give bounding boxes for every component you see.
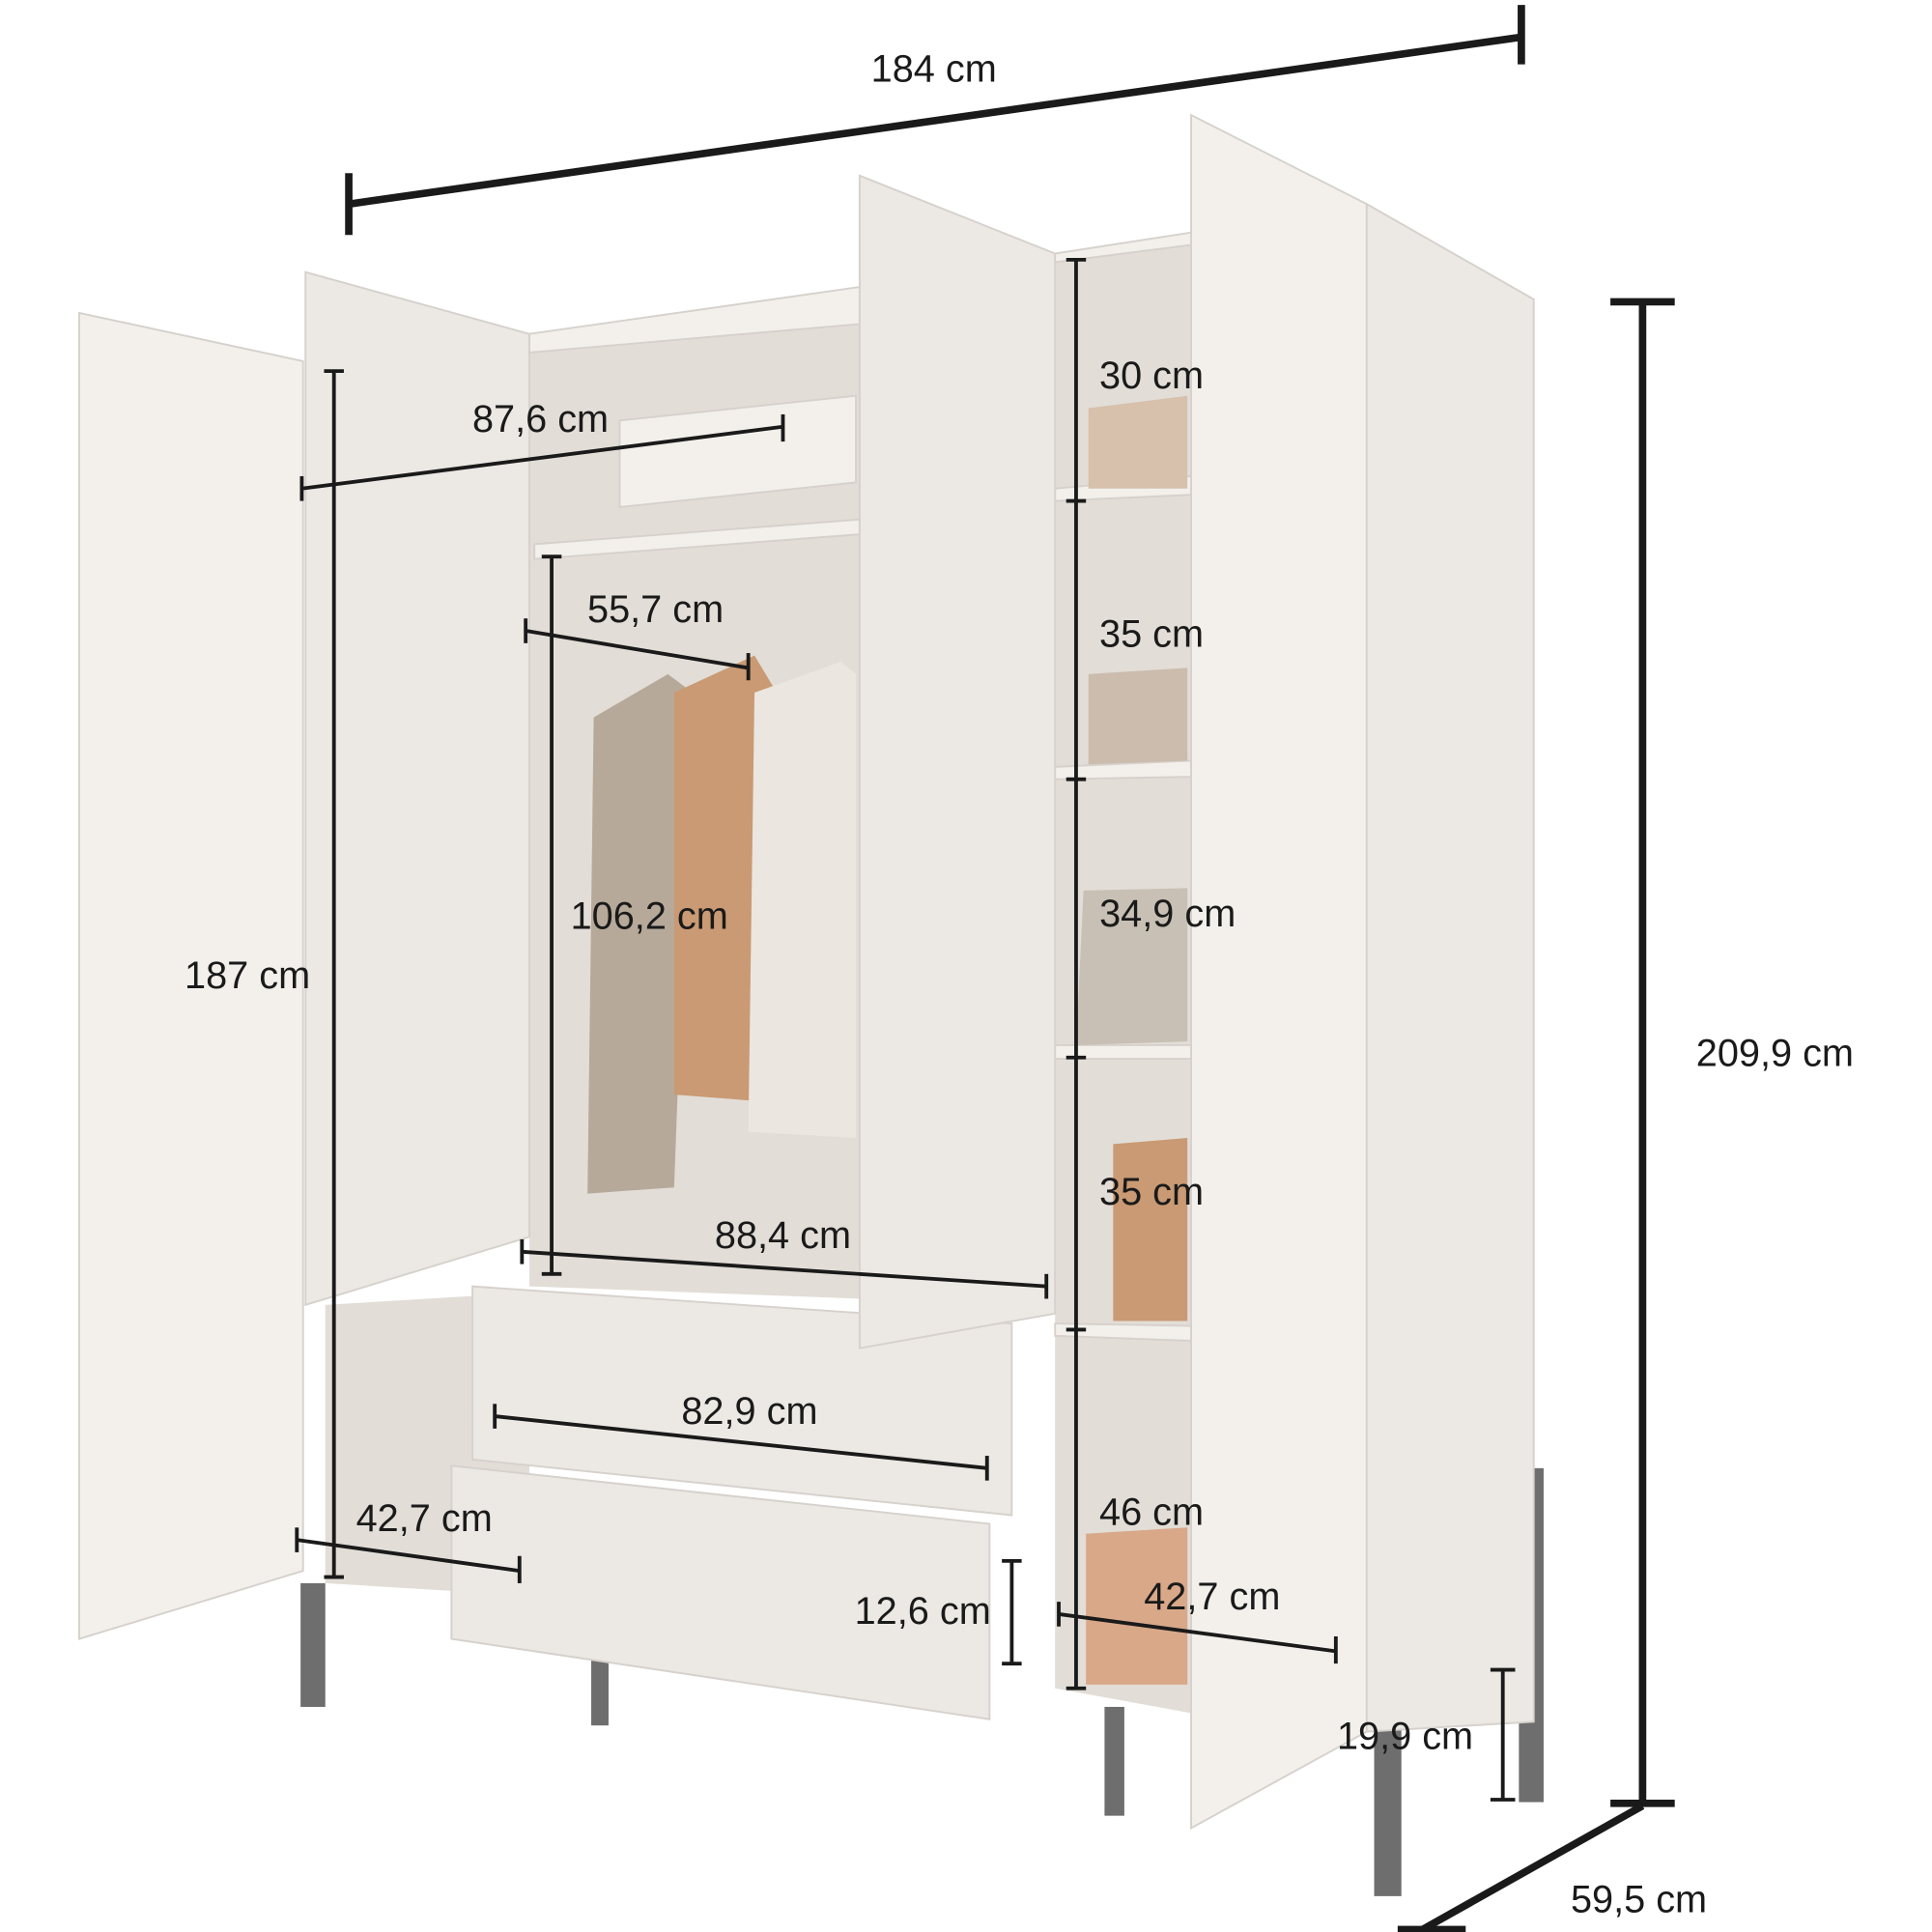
door-left-inner [304,270,530,1307]
shirt [748,662,857,1138]
drawer-width-label: 82,9 cm [681,1390,817,1433]
drawers [450,1285,1013,1720]
dimension-labels: 184 cm 209,9 cm 59,5 cm 187 cm 87,6 cm 5… [185,48,1854,1921]
shelf-4-label: 35 cm [1099,1171,1204,1213]
shoes [1086,1527,1188,1685]
shelf-1-label: 30 cm [1099,355,1204,397]
drawer-depth-label: 42,7 cm [356,1497,493,1540]
sweater [587,673,694,1194]
door-width-label: 87,6 cm [472,398,609,440]
depth-label: 59,5 cm [1571,1879,1707,1921]
leg-height-label: 19,9 cm [1337,1715,1473,1757]
inner-width-label: 88,4 cm [715,1214,851,1257]
hanging-height-label: 106,2 cm [571,895,728,938]
shelf-2-label: 35 cm [1099,613,1204,656]
shelf-depth-label: 42,7 cm [1144,1576,1280,1618]
drawer-height-label: 12,6 cm [855,1590,991,1633]
door-right [1190,113,1368,1831]
door-left-outer [77,311,304,1640]
storage-box [618,394,858,509]
shelf-5-label: 46 cm [1099,1492,1204,1534]
dimension-lines [295,5,1675,1932]
door-middle [858,174,1057,1350]
doors [77,113,1535,1831]
door-height-label: 187 cm [185,954,310,997]
width-label: 184 cm [871,48,997,91]
jacket [673,655,774,1101]
height-label: 209,9 cm [1696,1033,1854,1075]
rail-depth-label: 55,7 cm [587,588,724,631]
side-panel [1365,202,1535,1733]
wardrobe-body [325,232,1192,1714]
bag [1113,1137,1188,1321]
shelf-3-label: 34,9 cm [1099,893,1236,935]
